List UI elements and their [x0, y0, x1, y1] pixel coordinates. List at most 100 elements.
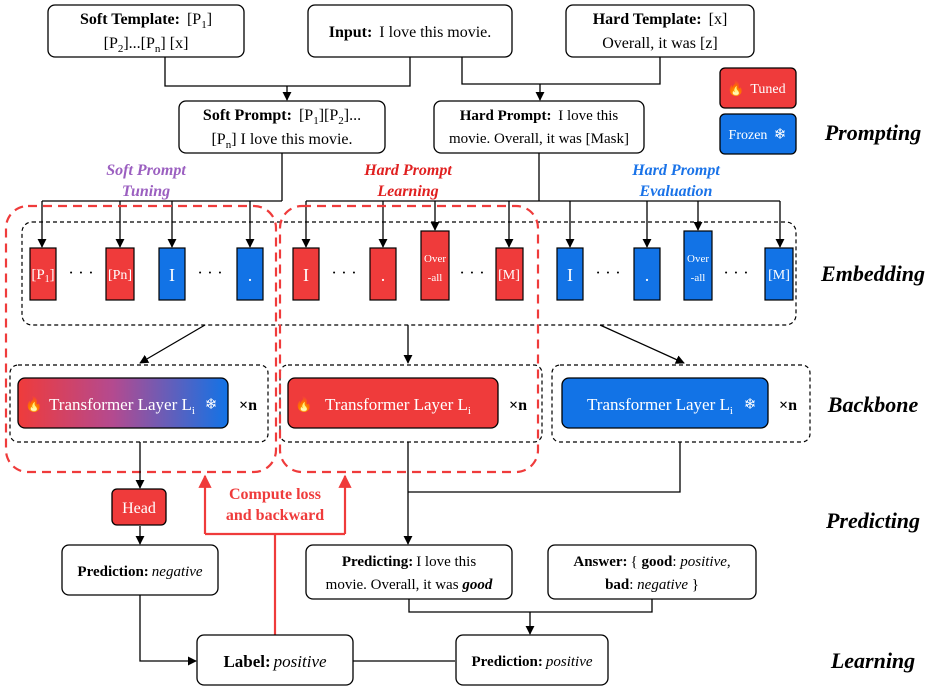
- svg-text:Prediction:negative: Prediction:negative: [77, 564, 203, 580]
- backward-arrows: [198, 474, 352, 635]
- hard-prompt-box: Hard Prompt: I love this movie. Overall,…: [433, 100, 645, 154]
- svg-text:Tuned: Tuned: [750, 82, 785, 97]
- token-pn: [105, 247, 135, 301]
- fire-icon: 🔥: [25, 396, 42, 413]
- backward-label: and backward: [226, 507, 324, 524]
- fire-icon: 🔥: [727, 80, 744, 97]
- soft-tuning-boundary: [4, 204, 278, 474]
- token-period: [633, 247, 661, 301]
- soft-prompt-box: Soft Prompt: [P1][P2]... [Pn] I love thi…: [178, 100, 386, 154]
- transformer-layer-eval: Transformer Layer Li ❄: [561, 377, 769, 429]
- label-box: Label:positive: [196, 634, 354, 686]
- token-i: [158, 247, 186, 301]
- repeat-label: ×n: [779, 397, 797, 414]
- svg-text:Over: Over: [424, 253, 446, 265]
- svg-text:-all: -all: [428, 272, 443, 284]
- svg-text:[P1]: [P1]: [31, 267, 54, 285]
- head-box: Head: [111, 488, 167, 526]
- svg-text:.: .: [645, 265, 650, 285]
- token-overall: [420, 230, 450, 301]
- svg-text:I: I: [303, 265, 309, 285]
- snowflake-icon: ❄: [205, 397, 218, 413]
- stage-learning: Learning: [830, 648, 915, 673]
- svg-text:movie. Overall, it was [Mask]: movie. Overall, it was [Mask]: [449, 131, 629, 147]
- backbone-arrows: [139, 324, 685, 364]
- hard-predicting-box: Predicting:I love this movie. Overall, i…: [305, 544, 513, 600]
- soft-embeddings: [P1] · · · [Pn] I · · · .: [29, 247, 264, 301]
- token-p1: [29, 247, 57, 301]
- token-i: [292, 247, 320, 301]
- hard-template-box: Hard Template: [x] Overall, it was [z]: [565, 4, 755, 58]
- token-period: [236, 247, 264, 301]
- svg-text:bad: negative }: bad: negative }: [605, 577, 699, 593]
- ellipsis: · · ·: [197, 263, 222, 282]
- svg-text:[P2]...[Pn] [x]: [P2]...[Pn] [x]: [104, 35, 189, 55]
- svg-text:[M]: [M]: [768, 268, 790, 283]
- svg-text:Soft Prompt: Soft Prompt: [106, 162, 186, 179]
- ellipsis: · · ·: [595, 263, 620, 282]
- transformer-layer-soft: 🔥 Transformer Layer Li ❄: [17, 377, 229, 429]
- token-overall: [683, 230, 713, 301]
- svg-text:Prediction:positive: Prediction:positive: [471, 654, 592, 670]
- soft-template-box: Soft Template: [P1] [P2]...[Pn] [x]: [47, 4, 245, 58]
- ellipsis: · · ·: [331, 263, 356, 282]
- svg-text:Head: Head: [122, 500, 156, 517]
- token-period: [369, 247, 397, 301]
- embedding-distribution: [37, 153, 785, 248]
- predict-arrows: [135, 442, 681, 545]
- legend-frozen: Frozen ❄: [719, 113, 797, 155]
- backbone-soft-container: [9, 364, 269, 443]
- svg-text:Soft Prompt: [P1][P2]...: Soft Prompt: [P1][P2]...: [203, 107, 361, 127]
- svg-text:Transformer Layer Li: Transformer Layer Li: [49, 395, 195, 417]
- snowflake-icon: ❄: [774, 127, 787, 143]
- svg-text:I: I: [169, 265, 175, 285]
- token-mask: [764, 247, 794, 301]
- svg-text:Hard Prompt: I love this: Hard Prompt: I love this: [460, 108, 619, 124]
- svg-text:.: .: [381, 265, 386, 285]
- svg-text:Hard Prompt: Hard Prompt: [363, 162, 452, 179]
- svg-text:Input: I love this movie: Input: I love this movie.: [329, 24, 492, 41]
- backbone-eval-container: [551, 364, 811, 443]
- svg-text:Evaluation: Evaluation: [639, 183, 713, 200]
- ellipsis: · · ·: [68, 263, 93, 282]
- svg-text:Soft Template: [P1]: Soft Template: [P1]: [80, 11, 212, 31]
- svg-text:Overall, it was [z]: Overall, it was [z]: [602, 35, 718, 52]
- svg-text:Answer:{ good: positive,: Answer:{ good: positive,: [573, 554, 730, 570]
- ellipsis: · · ·: [459, 263, 484, 282]
- svg-text:I: I: [567, 265, 573, 285]
- svg-text:Label:positive: Label:positive: [223, 652, 327, 671]
- hard-learning-boundary: [278, 204, 540, 474]
- template-connectors: [164, 57, 661, 101]
- answer-box: Answer:{ good: positive, bad: negative }: [547, 544, 757, 600]
- svg-text:Frozen: Frozen: [729, 128, 768, 143]
- svg-text:.: .: [248, 265, 253, 285]
- svg-text:-all: -all: [691, 272, 706, 284]
- fire-icon: 🔥: [295, 396, 312, 413]
- svg-text:movie. Overall, it was good: movie. Overall, it was good: [326, 577, 493, 593]
- token-mask: [495, 247, 524, 301]
- ellipsis: · · ·: [723, 263, 748, 282]
- stage-prompting: Prompting: [824, 120, 922, 145]
- svg-text:Tuning: Tuning: [122, 183, 170, 200]
- svg-text:Hard Template: [x]: Hard Template: [x]: [593, 11, 728, 28]
- snowflake-icon: ❄: [744, 397, 757, 413]
- stage-labels: Prompting Embedding Backbone Predicting …: [820, 120, 925, 673]
- stage-predicting: Predicting: [825, 508, 920, 533]
- final-prediction-box: Prediction:positive: [455, 634, 609, 686]
- final-arrows: [139, 595, 653, 666]
- svg-text:Predicting:I love this: Predicting:I love this: [342, 554, 477, 570]
- soft-prediction-box: Prediction:negative: [61, 544, 219, 596]
- svg-text:[Pn] I love this movie.: [Pn] I love this movie.: [211, 131, 352, 151]
- repeat-label: ×n: [239, 397, 257, 414]
- input-box: Input: I love this movie.: [307, 4, 513, 58]
- method-titles: Soft Prompt Tuning Hard Prompt Learning …: [106, 162, 720, 200]
- token-i: [556, 247, 584, 301]
- backbone-learning-container: [279, 364, 543, 443]
- stage-backbone: Backbone: [827, 392, 919, 417]
- stage-embedding: Embedding: [820, 261, 925, 286]
- hard-learning-embeddings: I · · · . Over -all · · · [M]: [292, 230, 524, 301]
- svg-text:Learning: Learning: [376, 183, 438, 200]
- repeat-label: ×n: [509, 397, 527, 414]
- svg-text:Over: Over: [687, 253, 709, 265]
